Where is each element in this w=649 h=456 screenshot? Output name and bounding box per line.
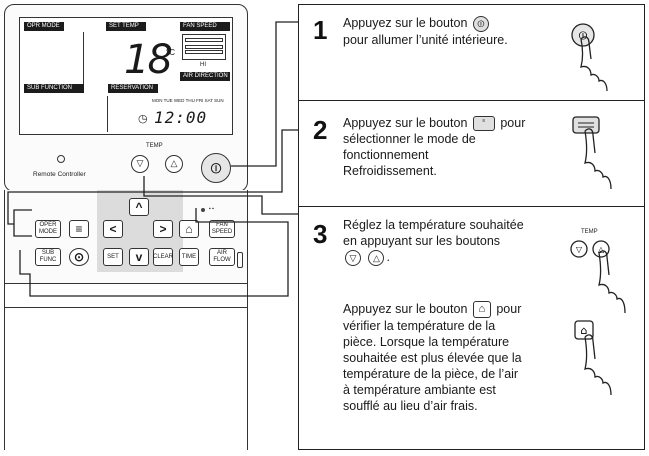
sub-function-tag: SUB FUNCTION: [24, 84, 84, 93]
step-1-text: Appuyez sur le bouton ⏼ pour allumer l’u…: [343, 15, 553, 48]
room-temp-button[interactable]: ⌂: [179, 220, 199, 238]
set-button[interactable]: SET: [103, 248, 123, 266]
svg-text:△: △: [598, 245, 605, 254]
right-arrow-button[interactable]: >: [153, 220, 173, 238]
temp-label: TEMP: [146, 143, 163, 149]
mode-area: [24, 32, 84, 84]
reset-label: ▪ ▪: [209, 206, 214, 212]
step-2-text-before: Appuyez sur le bouton: [343, 116, 468, 130]
remote-keypad: ▪ ▪ ^ OPER MODE ≡ < > ⌂ FAN SPEED SUB FU…: [4, 190, 248, 284]
battery-slot: [237, 252, 243, 268]
lcd-display: OPR MODE ✱ SET TEMP 18 °C FAN SPEED HI A…: [19, 17, 233, 135]
fan-speed-box: [182, 34, 226, 60]
set-temp-tag: SET TEMP: [106, 22, 146, 31]
reservation-tag: RESERVATION: [108, 84, 158, 93]
temperature-unit: °C: [166, 48, 175, 57]
step-3-para2-line3: pièce. Lorsque la température: [343, 335, 510, 350]
step-3-para2-line5: température de la pièce, de l’air: [343, 367, 519, 382]
sub-function-area: [24, 96, 108, 132]
step-3: 3 Réglez la température souhaitée en app…: [299, 207, 644, 451]
status-indicator: [57, 155, 65, 163]
step-2-text: Appuyez sur le bouton ≡ pour sélectionne…: [343, 115, 579, 179]
time-button[interactable]: TIME: [179, 248, 199, 266]
temp-down-button[interactable]: ▽: [131, 155, 149, 173]
temp-down-icon: ▽: [345, 249, 361, 266]
pressing-hand-icon: ⏼: [571, 23, 608, 92]
opr-mode-icon: ≡: [472, 116, 495, 132]
step-3-line2: en appuyant sur les boutons: [343, 234, 501, 248]
pressing-hand-icon: ▽ △: [570, 240, 626, 314]
left-arrow-button[interactable]: <: [103, 220, 123, 238]
step-1: 1 Appuyez sur le bouton ⏼ pour allumer l…: [299, 5, 644, 101]
settings-dial-button[interactable]: ⊙: [69, 248, 89, 266]
step-3-para2-line4: souhaitée est plus élevée que la: [343, 351, 522, 366]
step-3-text: Réglez la température souhaitée en appuy…: [343, 217, 583, 266]
pressing-hand-icon: [572, 116, 612, 190]
svg-text:⌂: ⌂: [581, 324, 588, 337]
sub-func-button[interactable]: SUB FUNC: [35, 248, 61, 266]
step-number: 1: [313, 15, 328, 45]
clock-icon: ◷: [138, 113, 148, 125]
step-3-line3-suffix: .: [386, 250, 390, 264]
air-direction-tag: AIR DIRECTION: [180, 72, 230, 81]
step-3-para2-before: Appuyez sur le bouton: [343, 302, 468, 316]
temp-label: TEMP: [581, 229, 598, 235]
clock-value: 12:00: [154, 108, 208, 127]
step-3-para2-line6: à température ambiante est: [343, 383, 496, 398]
step-1-text-before: Appuyez sur le bouton: [343, 16, 468, 30]
power-icon: ⏼: [210, 159, 222, 176]
step-2: 2 Appuyez sur le bouton ≡ pour sélection…: [299, 101, 644, 207]
step-number: 2: [313, 115, 328, 145]
air-flow-button[interactable]: AIR FLOW: [209, 248, 235, 266]
home-icon: ⌂: [472, 301, 491, 319]
step-3-para2-line7: soufflé au lieu d’air frais.: [343, 399, 478, 414]
remote-controller-illustration: OPR MODE ✱ SET TEMP 18 °C FAN SPEED HI A…: [4, 4, 248, 450]
fan-speed-tag: FAN SPEED: [180, 22, 230, 31]
instruction-panel: 1 Appuyez sur le bouton ⏼ pour allumer l…: [298, 4, 645, 450]
step-2-line2: sélectionner le mode de: [343, 132, 476, 147]
step-1-text-after: pour allumer l’unité intérieure.: [343, 32, 508, 47]
step-2-text-mid: pour: [500, 116, 526, 130]
temp-up-icon: △: [368, 249, 385, 266]
step-3-line1: Réglez la température souhaitée: [343, 218, 524, 232]
clear-button[interactable]: CLEAR: [153, 248, 173, 266]
svg-text:▽: ▽: [576, 245, 583, 254]
down-arrow-button[interactable]: v: [129, 248, 149, 266]
svg-text:⏼: ⏼: [579, 29, 588, 42]
step-3-para2-line2: vérifier la température de la: [343, 319, 496, 334]
fan-level: HI: [200, 62, 206, 68]
step-3-para2-after: pour: [496, 302, 522, 316]
step-number: 3: [313, 219, 328, 249]
day-row: MON TUE WED THU FRI SAT SUN: [152, 98, 224, 103]
up-arrow-button[interactable]: ^: [129, 198, 149, 216]
remote-base: [4, 284, 248, 308]
power-icon: ⏼: [472, 15, 489, 32]
remote-controller-label: Remote Controller: [33, 171, 86, 178]
remote-stand: [4, 308, 248, 450]
set-temperature-value: 18: [124, 37, 173, 83]
temp-up-button[interactable]: △: [165, 155, 183, 173]
menu-lines-button[interactable]: ≡: [69, 220, 89, 238]
home-icon: ⌂: [185, 221, 193, 236]
opr-mode-button[interactable]: OPER MODE: [35, 220, 61, 238]
power-button[interactable]: ⏼: [201, 153, 231, 183]
step-2-line3: fonctionnement: [343, 148, 429, 163]
pressing-hand-icon: ⌂: [574, 320, 612, 396]
remote-upper-body: OPR MODE ✱ SET TEMP 18 °C FAN SPEED HI A…: [4, 4, 248, 192]
step-3-room-temp-text: Appuyez sur le bouton ⌂ pour vérifier la…: [343, 301, 583, 414]
opr-mode-tag: OPR MODE: [24, 22, 64, 31]
step-2-line4: Refroidissement.: [343, 164, 437, 179]
fan-speed-button[interactable]: FAN SPEED: [209, 220, 235, 238]
